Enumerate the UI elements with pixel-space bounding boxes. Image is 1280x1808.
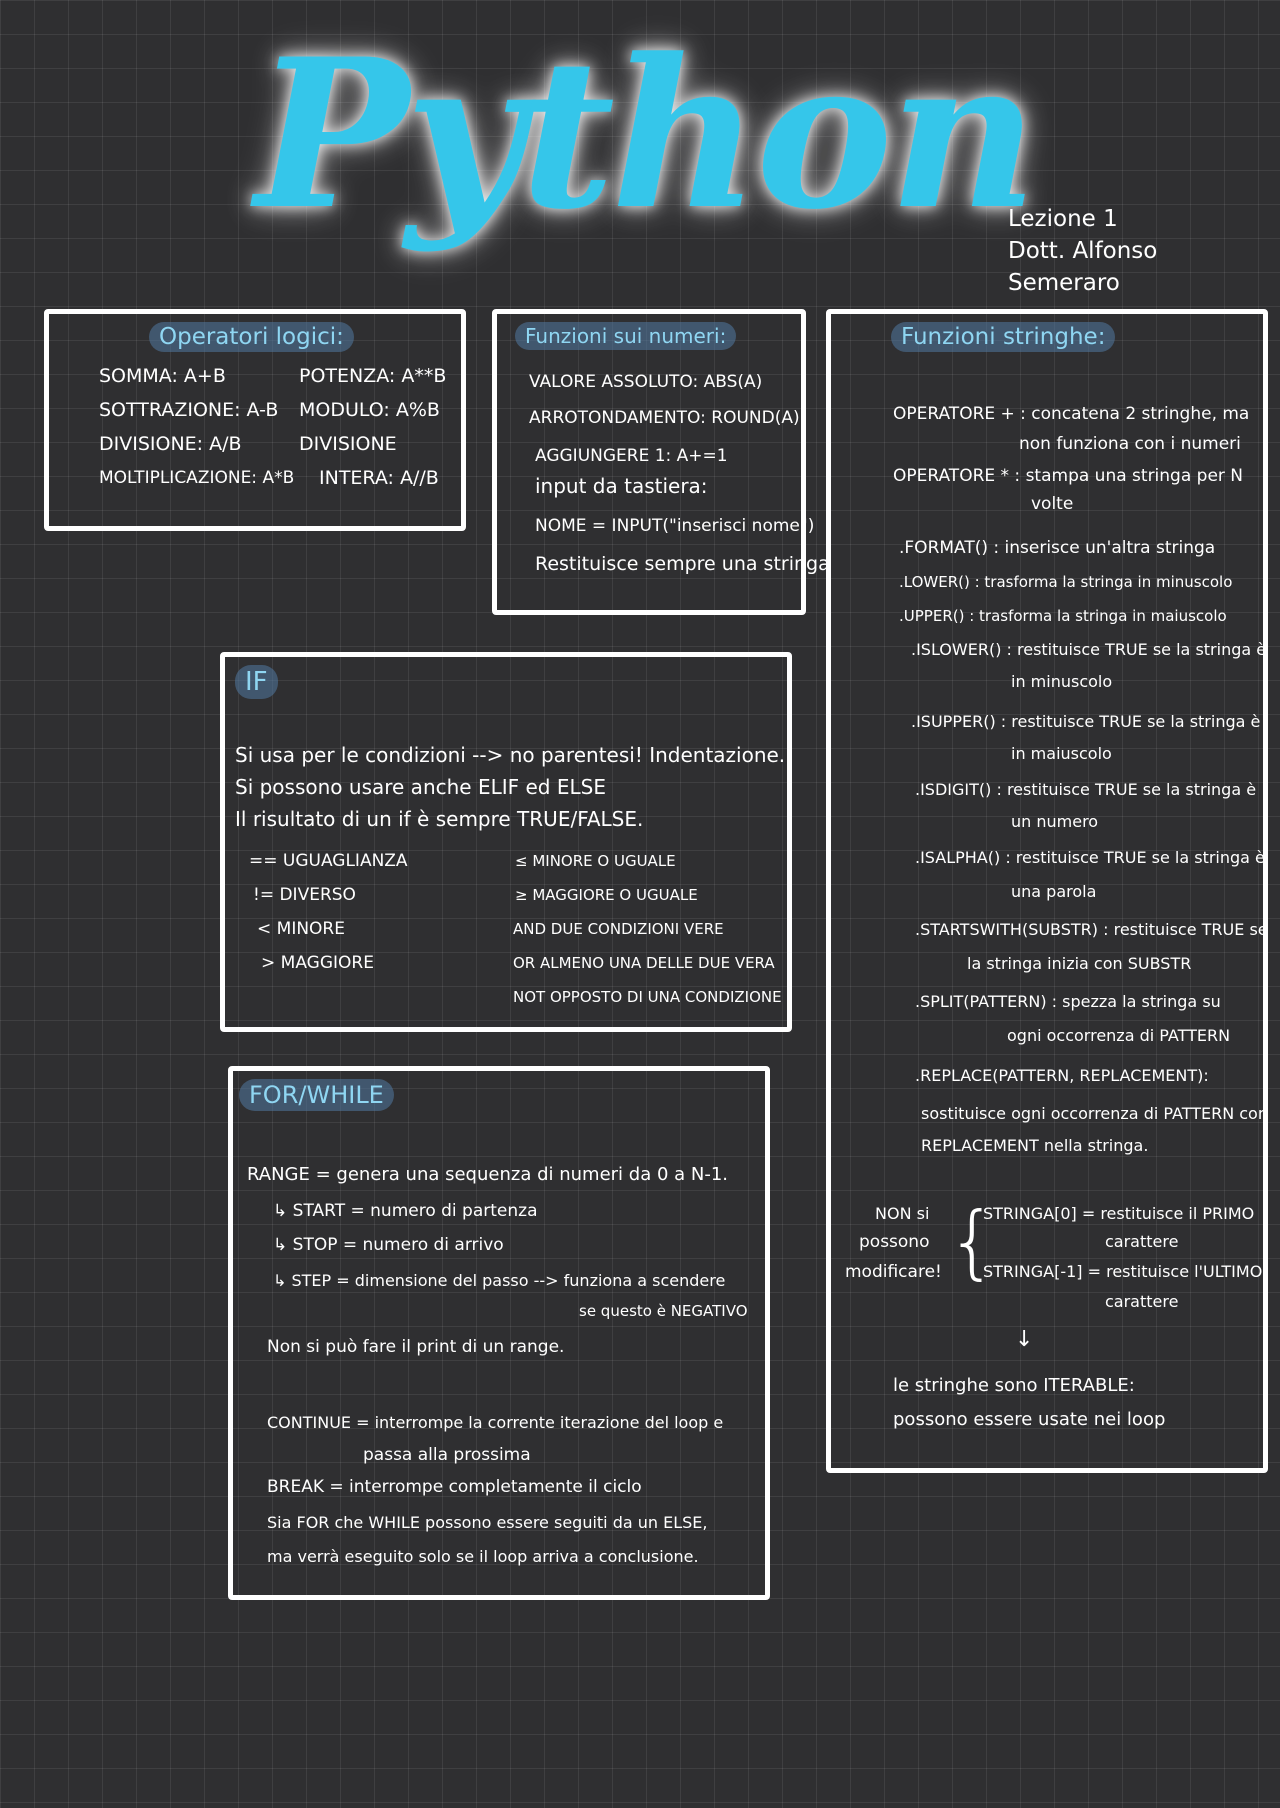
string-fn-line-1: OPERATORE + : concatena 2 stringhe, ma	[893, 404, 1250, 424]
for-line-1: RANGE = genera una sequenza di numeri da…	[247, 1164, 729, 1185]
string-fn-line-18: .SPLIT(PATTERN) : spezza la stringa su	[915, 992, 1221, 1011]
if-right-op-2: ≥ MAGGIORE O UGUALE	[515, 886, 698, 904]
logical-operators-heading: Operatori logici:	[149, 322, 354, 352]
logical-op-right-4: INTERA: A//B	[319, 467, 439, 489]
logical-op-right-2: MODULO: A%B	[299, 399, 440, 421]
string-fn-line-14: .ISALPHA() : restituisce TRUE se la stri…	[915, 848, 1265, 867]
logical-op-left-4: MOLTIPLICAZIONE: A*B	[99, 468, 295, 488]
iterable-note-2: possono essere usate nei loop	[893, 1409, 1166, 1430]
if-right-op-1: ≤ MINORE O UGUALE	[515, 852, 676, 870]
number-fn-line-3: AGGIUNGERE 1: A+=1	[535, 446, 728, 466]
lesson-info: Lezione 1 Dott. Alfonso Semeraro	[1008, 203, 1268, 299]
string-fn-line-19: ogni occorrenza di PATTERN	[1007, 1026, 1231, 1045]
for-line-2: ↳ START = numero di partenza	[273, 1201, 538, 1221]
if-heading: IF	[235, 665, 278, 699]
logical-op-left-3: DIVISIONE: A/B	[99, 433, 242, 455]
immutable-note-2: possono	[859, 1232, 930, 1252]
for-line-10: Sia FOR che WHILE possono essere seguiti…	[267, 1513, 708, 1532]
string-index-line-4: carattere	[1105, 1292, 1179, 1311]
for-line-4: ↳ STEP = dimensione del passo --> funzio…	[273, 1271, 726, 1290]
string-fn-line-11: in maiuscolo	[1011, 744, 1112, 763]
string-index-line-3: STRINGA[-1] = restituisce l'ULTIMO	[983, 1262, 1263, 1281]
string-fn-line-13: un numero	[1011, 812, 1099, 831]
string-functions-box: Funzioni stringhe: OPERATORE + : concate…	[826, 309, 1268, 1473]
if-left-op-2: != DIVERSO	[253, 885, 356, 905]
if-left-op-4: > MAGGIORE	[261, 953, 374, 973]
logical-op-left-1: SOMMA: A+B	[99, 365, 226, 387]
iterable-note-1: le stringhe sono ITERABLE:	[893, 1375, 1135, 1396]
for-line-11: ma verrà eseguito solo se il loop arriva…	[267, 1547, 699, 1566]
number-fn-line-4: input da tastiera:	[535, 474, 708, 498]
immutable-note-1: NON si	[875, 1204, 930, 1223]
for-while-heading: FOR/WHILE	[239, 1079, 394, 1111]
number-fn-line-2: ARROTONDAMENTO: ROUND(A)	[529, 408, 800, 428]
string-fn-line-10: .ISUPPER() : restituisce TRUE se la stri…	[911, 712, 1261, 731]
brace-symbol: {	[947, 1195, 998, 1288]
string-fn-line-21: sostituisce ogni occorrenza di PATTERN c…	[921, 1104, 1268, 1123]
string-fn-line-8: .ISLOWER() : restituisce TRUE se la stri…	[911, 640, 1267, 659]
if-line-1: Si usa per le condizioni --> no parentes…	[235, 743, 786, 767]
if-right-op-3: AND DUE CONDIZIONI VERE	[513, 920, 724, 938]
string-fn-line-3: OPERATORE * : stampa una stringa per N	[893, 466, 1244, 486]
string-functions-heading: Funzioni stringhe:	[891, 322, 1116, 352]
string-fn-line-4: volte	[1031, 494, 1074, 514]
lesson-author: Dott. Alfonso Semeraro	[1008, 238, 1158, 296]
if-right-op-4: OR ALMENO UNA DELLE DUE VERA	[513, 954, 775, 972]
string-fn-line-22: REPLACEMENT nella stringa.	[921, 1136, 1149, 1155]
if-left-op-1: == UGUAGLIANZA	[249, 851, 408, 871]
down-arrow-icon: ↓	[1015, 1327, 1034, 1352]
string-fn-line-2: non funziona con i numeri	[1019, 434, 1241, 454]
number-fn-line-1: VALORE ASSOLUTO: ABS(A)	[529, 372, 763, 392]
string-fn-line-15: una parola	[1011, 882, 1097, 901]
number-fn-line-6: Restituisce sempre una stringa	[535, 553, 830, 575]
string-fn-line-16: .STARTSWITH(SUBSTR) : restituisce TRUE s…	[915, 920, 1268, 939]
string-fn-line-6: .LOWER() : trasforma la stringa in minus…	[899, 573, 1233, 591]
string-fn-line-7: .UPPER() : trasforma la stringa in maius…	[899, 607, 1227, 625]
if-line-2: Si possono usare anche ELIF ed ELSE	[235, 775, 606, 799]
if-box: IF Si usa per le condizioni --> no paren…	[220, 652, 792, 1032]
string-fn-line-9: in minuscolo	[1011, 672, 1113, 691]
for-while-box: FOR/WHILE RANGE = genera una sequenza di…	[228, 1066, 770, 1600]
number-fn-line-5: NOME = INPUT("inserisci nome")	[535, 516, 815, 536]
string-fn-line-12: .ISDIGIT() : restituisce TRUE se la stri…	[915, 780, 1257, 799]
for-line-5: se questo è NEGATIVO	[579, 1302, 748, 1320]
string-index-line-1: STRINGA[0] = restituisce il PRIMO	[983, 1204, 1255, 1223]
string-fn-line-17: la stringa inizia con SUBSTR	[967, 954, 1192, 973]
if-left-op-3: < MINORE	[257, 919, 345, 939]
number-functions-heading: Funzioni sui numeri:	[515, 322, 737, 350]
logical-op-right-1: POTENZA: A**B	[299, 365, 447, 387]
logical-operators-box: Operatori logici: SOMMA: A+B SOTTRAZIONE…	[44, 309, 466, 531]
for-line-7: CONTINUE = interrompe la corrente iteraz…	[267, 1413, 724, 1432]
if-line-3: Il risultato di un if è sempre TRUE/FALS…	[235, 807, 644, 831]
string-fn-line-5: .FORMAT() : inserisce un'altra stringa	[899, 538, 1216, 558]
logical-op-right-3: DIVISIONE	[299, 433, 397, 455]
logical-op-left-2: SOTTRAZIONE: A-B	[99, 399, 279, 421]
if-right-op-5: NOT OPPOSTO DI UNA CONDIZIONE	[513, 988, 782, 1006]
for-line-6: Non si può fare il print di un range.	[267, 1337, 565, 1357]
immutable-note-3: modificare!	[845, 1262, 942, 1282]
lesson-number: Lezione 1	[1008, 206, 1118, 232]
for-line-3: ↳ STOP = numero di arrivo	[273, 1235, 504, 1255]
string-index-line-2: carattere	[1105, 1232, 1179, 1251]
for-line-8: passa alla prossima	[363, 1445, 531, 1465]
for-line-9: BREAK = interrompe completamente il cicl…	[267, 1477, 642, 1497]
string-fn-line-20: .REPLACE(PATTERN, REPLACEMENT):	[915, 1066, 1209, 1085]
number-functions-box: Funzioni sui numeri: VALORE ASSOLUTO: AB…	[492, 309, 830, 615]
page-title: Python	[255, 15, 1038, 255]
